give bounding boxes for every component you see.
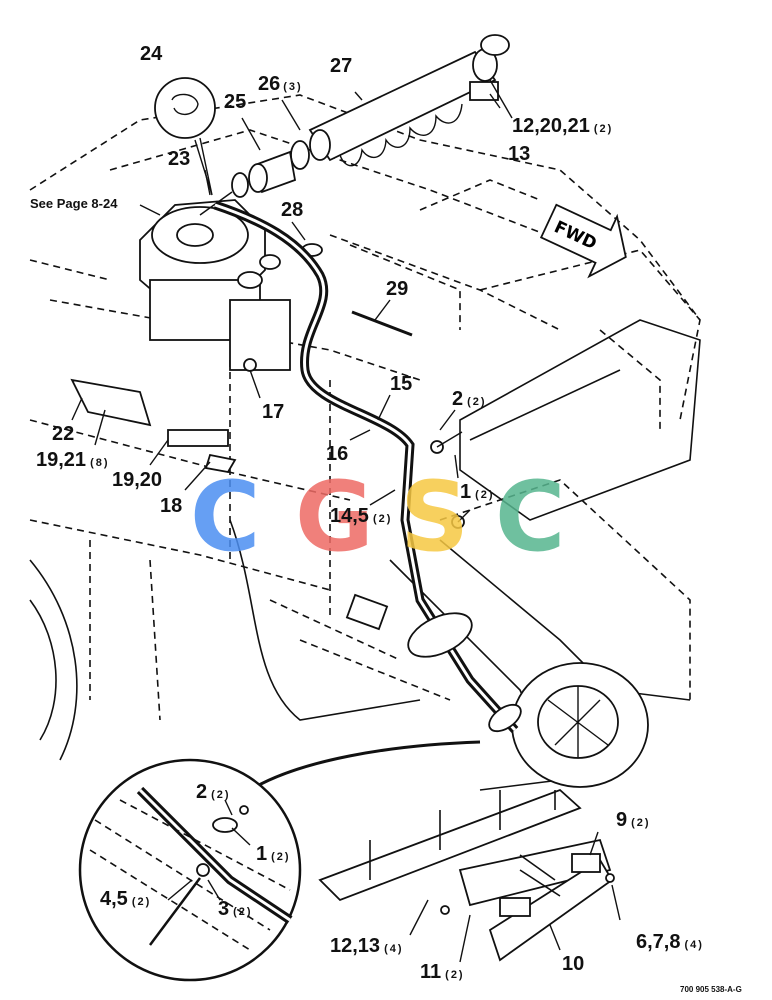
callout-26: 26(3) (258, 73, 303, 95)
tank-assembly (139, 199, 291, 371)
callout-19-21: 19,21(8) (36, 449, 110, 471)
callout-6-7-8: 6,7,8(4) (636, 931, 704, 953)
leader-lines (71, 79, 621, 963)
callout-22: 22 (52, 423, 74, 445)
callout-1-top: 1(2) (460, 481, 495, 503)
callout-12-20-21: 12,20,21(2) (512, 115, 613, 137)
callout-18: 18 (160, 495, 182, 517)
detail-circle-bottom (78, 740, 481, 982)
main-bolts (243, 358, 471, 529)
mount-assembly (318, 788, 615, 962)
callout-25: 25 (224, 91, 246, 113)
watermark-s: S (400, 461, 469, 573)
watermark-c2: C (495, 461, 565, 573)
callout-3: 3(2) (218, 898, 253, 920)
air-intake-tube (308, 34, 510, 167)
line-clips (345, 593, 522, 733)
bracket-29 (351, 310, 413, 337)
callout-11: 11(2) (420, 961, 465, 983)
callout-10: 10 (562, 953, 584, 975)
callout-12-13: 12,13(4) (330, 935, 404, 957)
watermark: C G S C (190, 461, 565, 573)
fuel-line (213, 200, 519, 734)
callout-14-5: 14,5(2) (330, 505, 392, 527)
callout-19-20: 19,20 (112, 469, 162, 491)
callout-1-detail: 1(2) (256, 843, 291, 865)
callout-9: 9(2) (616, 809, 651, 831)
callout-29: 29 (386, 278, 408, 300)
callout-4-5: 4,5(2) (100, 888, 151, 910)
detail-circle-clamp (154, 77, 216, 196)
document-code: 700 905 538-A-G (680, 985, 742, 994)
callout-13: 13 (508, 143, 530, 165)
machine-body-outline (29, 94, 701, 791)
see-page-note: See Page 8-24 (30, 196, 118, 211)
step-bracket (70, 378, 237, 473)
callout-28: 28 (281, 199, 303, 221)
callout-27: 27 (330, 55, 352, 77)
watermark-c1: C (190, 461, 260, 573)
callout-2-detail: 2(2) (196, 781, 231, 803)
callout-24: 24 (140, 43, 163, 65)
hose-connector (199, 140, 310, 216)
callout-16: 16 (326, 443, 348, 465)
callout-17: 17 (262, 401, 284, 423)
callout-23: 23 (168, 148, 190, 170)
callout-2-top: 2(2) (452, 388, 487, 410)
wheel (511, 662, 649, 788)
callout-15: 15 (390, 373, 412, 395)
callouts: 24 25 26(3) 27 12,20,21(2) 13 23 28 29 1… (36, 43, 704, 983)
watermark-g: G (295, 461, 374, 573)
